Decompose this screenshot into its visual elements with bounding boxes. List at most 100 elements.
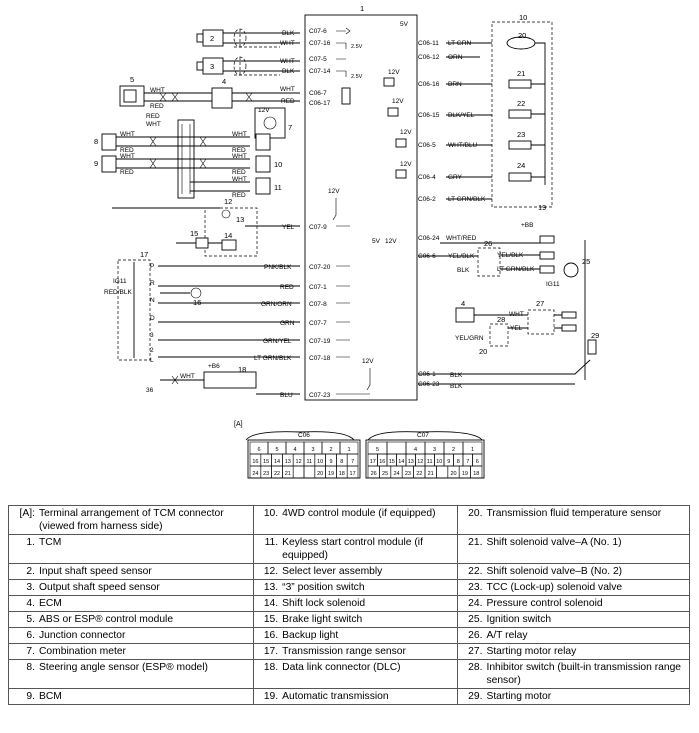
wire-red-blk: RED/BLK [104,289,132,296]
wire-blk-1: BLK [282,30,295,37]
connector-pin-label: 1 [347,447,350,453]
term-c07-23: C07-23 [309,392,331,399]
legend-number: 17. [263,646,279,657]
connector-pin-label: 3 [311,447,314,453]
c07-title: C07 [417,432,429,439]
legend-cell: 15.Brake light switch [253,611,459,628]
legend-cell: 9.BCM [7,688,255,705]
term-c07-19: C07-19 [309,338,331,345]
wire-yel-grn: YEL/GRN [455,335,484,342]
wire-yel: YEL [282,224,295,231]
wire-yel-blk-r: YEL/BLK [497,252,524,259]
legend-number: 4. [26,598,35,609]
legend-number: 2. [26,566,35,577]
connector-pin-label: 17 [370,459,376,465]
volt-12v-mid: 12V [385,238,397,245]
range-d: D [150,315,155,322]
legend-number: 5. [26,614,35,625]
ref-5: 5 [130,75,134,84]
term-c06-2: C06-2 [418,196,436,203]
wire-red-abs: RED [150,103,164,110]
legend-text: “3” position switch [282,582,365,593]
backup-light: 16 [160,287,201,307]
legend-text: Output shaft speed sensor [39,582,160,593]
wire-wht-red: WHT/RED [446,235,477,242]
term-c07-18: C07-18 [309,355,331,362]
ref-28: 28 [497,315,505,324]
term-c07-14: C07-14 [309,68,331,75]
ref-11: 11 [274,183,282,192]
volt-2-5v-1: 2.5V [351,44,363,50]
connector-pin-label: 4 [293,447,296,453]
ref-4: 4 [222,77,226,86]
wire-blk-bottom-1: BLK [450,372,463,379]
right-terminals: C06-11 C06-12 C06-16 C06-15 C06-5 C06-4 … [418,40,440,388]
connector-pin-label: 7 [466,459,469,465]
connector-pin-label: 12 [417,459,423,465]
term-c07-8: C07-8 [309,301,327,308]
legend-text: ECM [39,598,62,609]
legend-text: Inhibitor switch (built-in transmission … [486,662,682,686]
tcm-box [304,14,418,401]
wire-wht-ecm: WHT [280,86,295,93]
volt-5v-top: 5V [400,21,409,28]
volt-12v-meter: 12V [258,107,270,114]
connector-pin-label: 13 [285,459,291,465]
term-c07-7: C07-7 [309,320,327,327]
wire-brn: BRN [448,81,462,88]
volt-12v-b: 12V [392,98,404,105]
connector-pin-label: 11 [427,459,433,465]
legend-cell: 8.Steering angle sensor (ESP® model) [7,659,255,689]
brake-light-switch: 15 [176,229,222,249]
wire-red-c07-1: RED [280,284,294,291]
legend-row: [A]:Terminal arrangement of TCM connecto… [7,505,690,535]
output-shaft-speed-sensor: 3 WHT BLK [196,56,300,76]
connector-pin-label: 15 [389,459,395,465]
volt-12v-c: 12V [400,129,412,136]
term-c06-12: C06-12 [418,54,440,61]
automatic-transmission: 10 20 21 22 23 24 19 [491,13,553,212]
wire-wht-9b: WHT [232,153,247,160]
connector-pin-label: 5 [376,447,379,453]
legend-text: Select lever assembly [282,566,383,577]
ig11-right: IG11 [546,281,560,288]
connector-pin-label: 11 [307,459,313,465]
legend-number: 7. [26,646,35,657]
ref-3: 3 [210,62,214,71]
ref-22: 22 [517,99,525,108]
range-p: P [150,263,154,270]
legend-cell: 10.4WD control module (if equipped) [253,505,459,535]
connector-pin-label: 6 [476,459,479,465]
connector-pin-label: 19 [462,471,468,477]
legend-number: 3. [26,582,35,593]
legend-number: 6. [26,630,35,641]
term-c06-7: C06-7 [309,90,327,97]
wire-orn: ORN [448,54,463,61]
volt-12v-d: 12V [400,161,412,168]
connector-pin-label: 2 [452,447,455,453]
legend-cell: 18.Data link connector (DLC) [253,659,459,689]
select-lever-assembly: 12 13 14 YEL C07-9 [112,197,327,257]
term-c06-23: C06-23 [418,381,440,388]
legend-text: BCM [39,691,62,702]
wire-wht-8a: WHT [120,131,135,138]
wire-pnk-blk: PNK/BLK [264,264,292,271]
wire-blk-relay: BLK [457,267,470,274]
legend-number: 29. [468,691,483,702]
legend-number: 16. [263,630,279,641]
legend-cell: 21.Shift solenoid valve–A (No. 1) [457,534,690,564]
legend-text: Ignition switch [486,614,552,625]
legend-text: Shift lock solenoid [282,598,366,609]
legend-number: [A]: [19,508,35,519]
connector-pin-label: 3 [433,447,436,453]
wire-lt-grn-blk-r: LT GRN/BLK [448,196,486,203]
data-link-connector: +B6 18 WHT 36 BLU C07-23 [146,363,331,399]
legend-number: 28. [468,662,483,673]
legend-cell: 3. Output shaft speed sensor [7,579,255,596]
legend-cell: 28.Inhibitor switch (built-in transmissi… [457,659,690,689]
legend-number: 26. [468,630,483,641]
wire-wht-abs: WHT [150,87,165,94]
